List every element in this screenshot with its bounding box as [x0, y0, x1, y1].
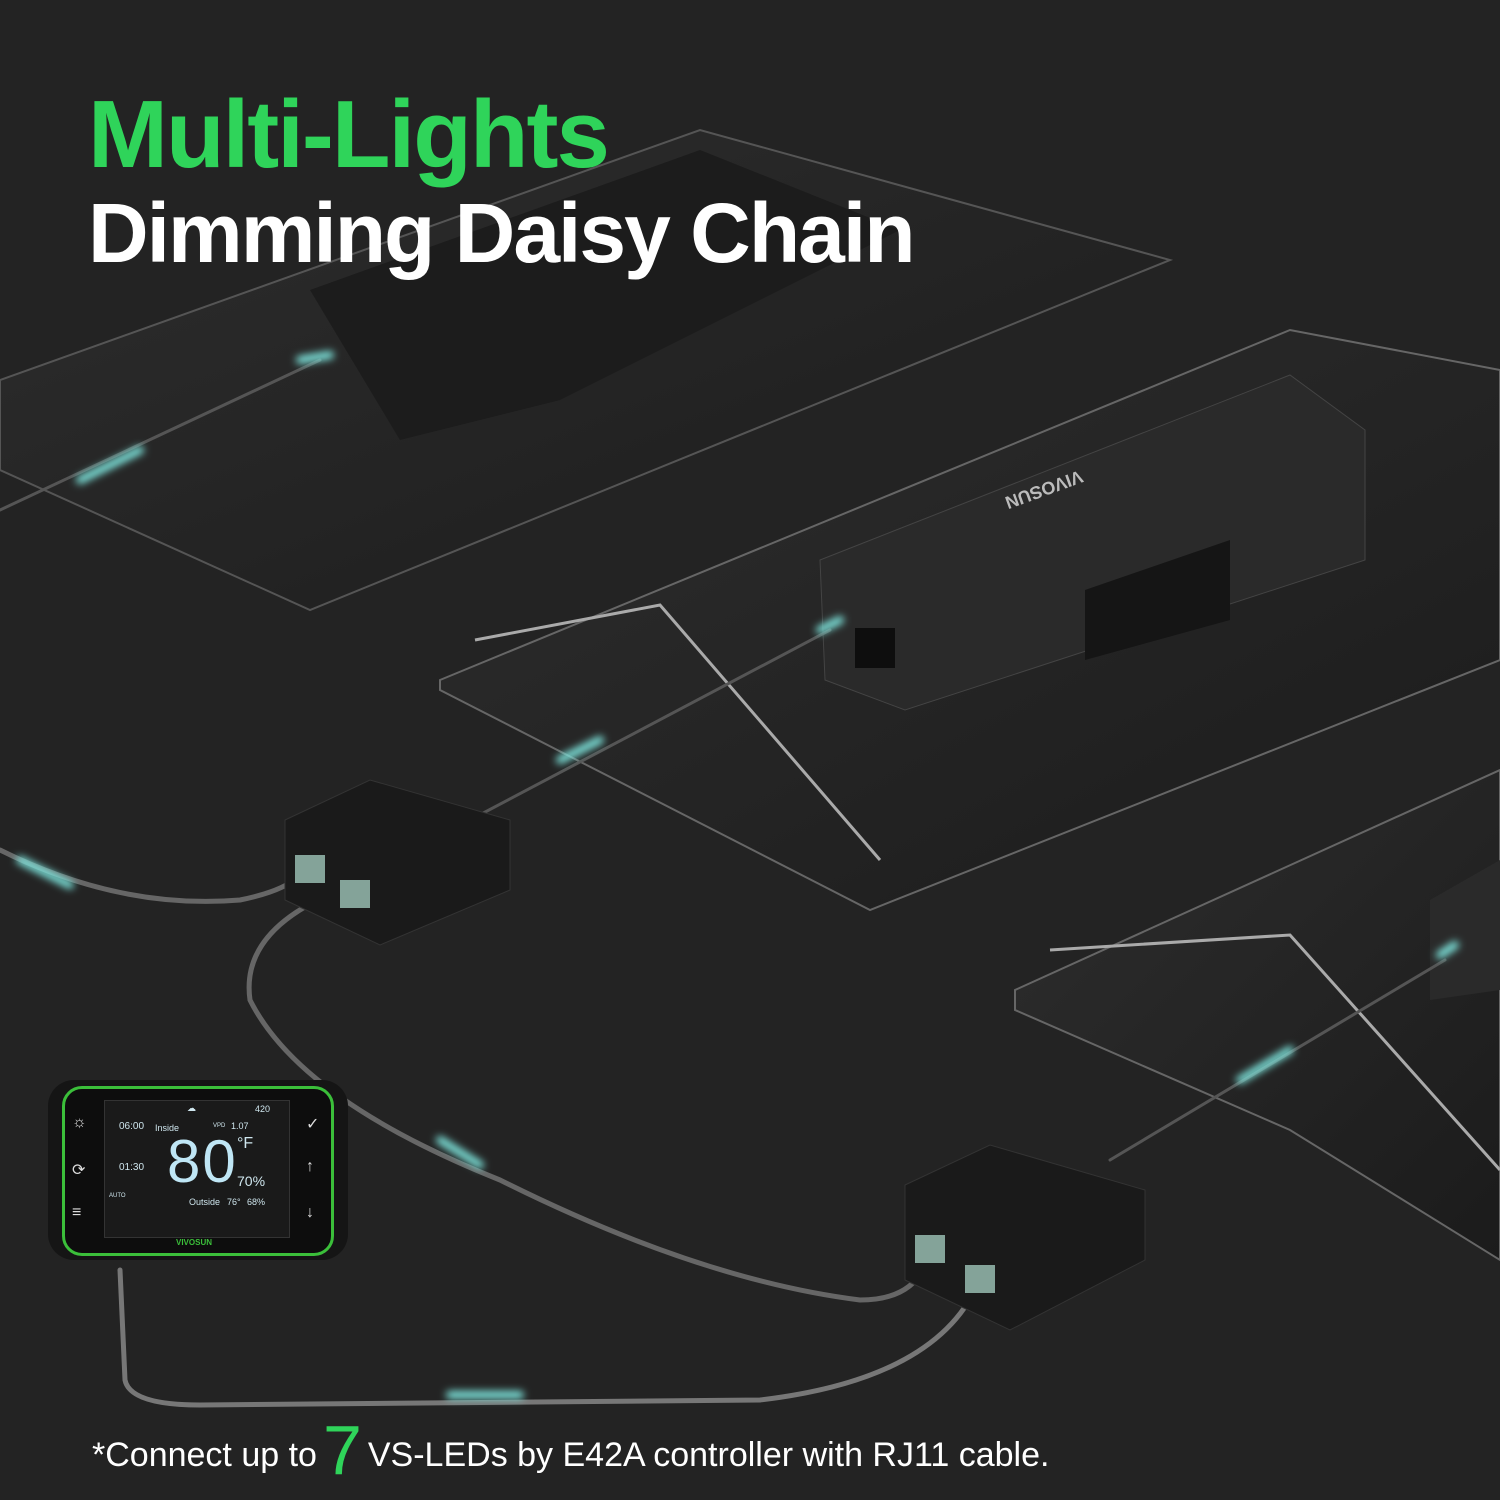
vpd-value: 1.07 [231, 1121, 249, 1131]
cycle-icon[interactable]: ⟳ [72, 1162, 86, 1179]
controller-screen: ☁ 420 06:00 01:30 AUTO Inside VPD 1.07 8… [104, 1100, 290, 1238]
grow-light-panel-front [1014, 768, 1500, 1262]
timer2: 01:30 [119, 1162, 145, 1173]
rj11-cables [0, 351, 1459, 1408]
menu-icon[interactable]: ≡ [72, 1204, 82, 1221]
rj11-splitter-upper [284, 779, 511, 946]
controller-brand-logo: VIVOSUN [176, 1238, 213, 1247]
outside-temp: 76° [227, 1197, 241, 1207]
up-arrow-icon[interactable]: ↑ [306, 1158, 314, 1175]
hanger-wire [474, 603, 882, 861]
cable-glow [16, 351, 1459, 1399]
temperature-value: 80 [167, 1128, 238, 1195]
vpd-label: VPD [213, 1123, 226, 1129]
inside-label: Inside [155, 1123, 180, 1133]
co2-reading: 420 [255, 1104, 271, 1114]
outside-humidity: 68% [247, 1197, 266, 1207]
mode-label: AUTO [109, 1193, 126, 1199]
footnote-suffix: VS-LEDs by E42A controller with RJ11 cab… [367, 1436, 1050, 1474]
footnote-count: 7 [322, 1411, 362, 1489]
light-icon[interactable]: ☼ [72, 1114, 87, 1131]
e42a-controller: ☼ ⟳ ≡ ✓ ↑ ↓ ☁ 420 06:00 01:30 AUTO Insid… [48, 1080, 348, 1260]
outside-label: Outside [189, 1197, 221, 1207]
headline-line1: Multi-Lights [88, 81, 610, 188]
power-port-icon [855, 628, 895, 668]
headline-line2: Dimming Daisy Chain [88, 186, 916, 280]
grow-light-panel-middle: VIVOSUN [439, 328, 1500, 912]
check-icon[interactable]: ✓ [306, 1116, 320, 1133]
temperature-unit: °F [237, 1135, 254, 1152]
cloud-lock-icon: ☁ [187, 1103, 196, 1113]
timer1: 06:00 [119, 1121, 145, 1132]
footnote-prefix: *Connect up to [92, 1436, 317, 1474]
rj11-splitter-lower [904, 1144, 1146, 1331]
humidity-value: 70% [237, 1173, 266, 1189]
grow-light-panel-back [0, 128, 1174, 612]
down-arrow-icon[interactable]: ↓ [306, 1204, 314, 1221]
